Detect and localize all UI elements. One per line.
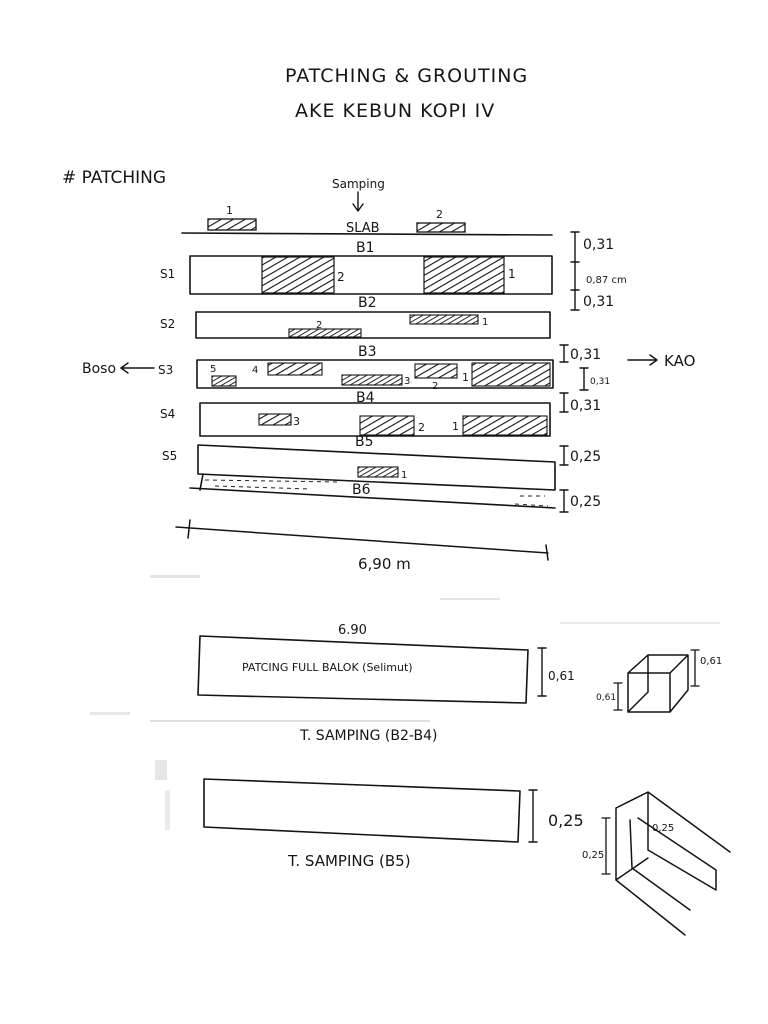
patch-s3-1-number: 1 <box>462 371 469 384</box>
beam-label-b2: B2 <box>358 295 377 311</box>
title-line-2: AKE KEBUN KOPI IV <box>295 100 495 122</box>
dim-d5: 0,31 <box>570 398 601 414</box>
patch-s2-1 <box>409 314 479 325</box>
direction-left-label: Boso <box>82 361 116 377</box>
beam-b1 <box>189 255 553 295</box>
patch-s3-3-number: 3 <box>404 376 410 387</box>
section-label: # PATCHING <box>62 168 166 188</box>
patch-s3-5 <box>211 375 237 387</box>
patch-s2-2 <box>288 328 362 338</box>
patch-s1-2-number: 2 <box>337 270 345 284</box>
span-label-s1: S1 <box>160 267 175 281</box>
beam-b6 <box>189 473 556 509</box>
patch-s4-2-number: 2 <box>418 421 425 434</box>
arrow-right-icon <box>627 354 658 366</box>
slab-line <box>181 232 553 236</box>
dim-d7: 0,25 <box>570 494 601 510</box>
beam-label-b3: B3 <box>358 344 377 360</box>
beam-b2 <box>195 311 551 339</box>
detail1-box-sketch <box>613 649 700 713</box>
slab-patch-2-number: 2 <box>436 208 443 221</box>
slab-patch-2 <box>416 222 466 233</box>
slab-label: SLAB <box>346 221 380 236</box>
patch-s3-2-number: 2 <box>432 381 438 392</box>
beam-b6-texture <box>204 479 549 507</box>
dim-d6: 0,25 <box>570 449 601 465</box>
down-arrow-icon <box>352 191 364 212</box>
beam-b4 <box>199 402 551 437</box>
detail1-box-height: 0,61 <box>700 656 722 667</box>
beam-label-b5: B5 <box>355 434 374 450</box>
beam-label-b4: B4 <box>356 390 375 406</box>
detail1-top-length: 6.90 <box>338 623 367 638</box>
patch-s3-4 <box>267 362 323 376</box>
detail2-channel-sketch <box>601 791 731 936</box>
span-label-s2: S2 <box>160 317 175 331</box>
patch-s5-1 <box>357 466 399 478</box>
dim-d3: 0,31 <box>583 294 614 310</box>
patch-s2-1-number: 1 <box>482 317 488 328</box>
detail2-persp-side: 0,25 <box>582 850 604 861</box>
span-label-s5: S5 <box>162 449 177 463</box>
length-label: 6,90 m <box>358 555 411 573</box>
detail1-inner-label: PATCING FULL BALOK (Selimut) <box>242 661 413 674</box>
detail2-persp-top: 0,25 <box>652 823 674 834</box>
detail1-height: 0,61 <box>548 669 575 683</box>
patch-s4-1 <box>462 415 548 436</box>
dim-d2: 0,87 cm <box>586 275 627 286</box>
arrow-left-icon <box>120 362 155 374</box>
length-dimension-line <box>175 519 549 561</box>
dim-d1: 0,31 <box>583 237 614 253</box>
detail2-height: 0,25 <box>548 811 584 830</box>
dimension-brackets <box>559 231 589 513</box>
slab-patch-1 <box>207 218 257 231</box>
patch-s1-1 <box>423 256 505 294</box>
title-line-1: PATCHING & GROUTING <box>285 65 528 87</box>
patch-s4-3 <box>258 413 292 426</box>
span-label-s4: S4 <box>160 407 175 421</box>
patch-s3-3 <box>341 374 403 386</box>
patch-s1-1-number: 1 <box>508 267 516 281</box>
patch-s4-2 <box>359 415 415 436</box>
span-label-s3: S3 <box>158 363 173 377</box>
beam-b5 <box>197 444 556 491</box>
patch-s4-1-number: 1 <box>452 420 459 433</box>
beam-label-b6: B6 <box>352 482 371 498</box>
detail1-height-bracket <box>537 647 547 697</box>
paper-marks <box>90 575 720 830</box>
patch-s3-1 <box>471 362 551 387</box>
patch-s3-5-number: 5 <box>210 364 216 375</box>
beam-b3 <box>196 359 554 389</box>
patch-s3-4-number: 4 <box>252 365 258 376</box>
detail2-beam-outline <box>203 778 521 843</box>
patch-s4-3-number: 3 <box>293 415 300 428</box>
direction-right-label: KAO <box>664 352 695 370</box>
detail2-height-bracket <box>528 789 538 843</box>
patch-s1-2 <box>261 256 335 294</box>
detail1-box-depth: 0,61 <box>596 693 616 703</box>
patch-s5-1-number: 1 <box>401 470 407 481</box>
dim-mid: 0,31 <box>590 377 610 387</box>
detail1-caption: T. SAMPING (B2-B4) <box>299 728 437 744</box>
detail1-beam-outline <box>197 635 529 704</box>
patch-s2-2-number: 2 <box>316 320 322 331</box>
slab-patch-1-number: 1 <box>226 204 233 217</box>
top-note: Samping <box>332 177 385 191</box>
patch-s3-2 <box>414 363 458 379</box>
beam-label-b1: B1 <box>356 240 375 256</box>
detail2-caption: T. SAMPING (B5) <box>287 852 411 870</box>
dim-d4: 0,31 <box>570 347 601 363</box>
